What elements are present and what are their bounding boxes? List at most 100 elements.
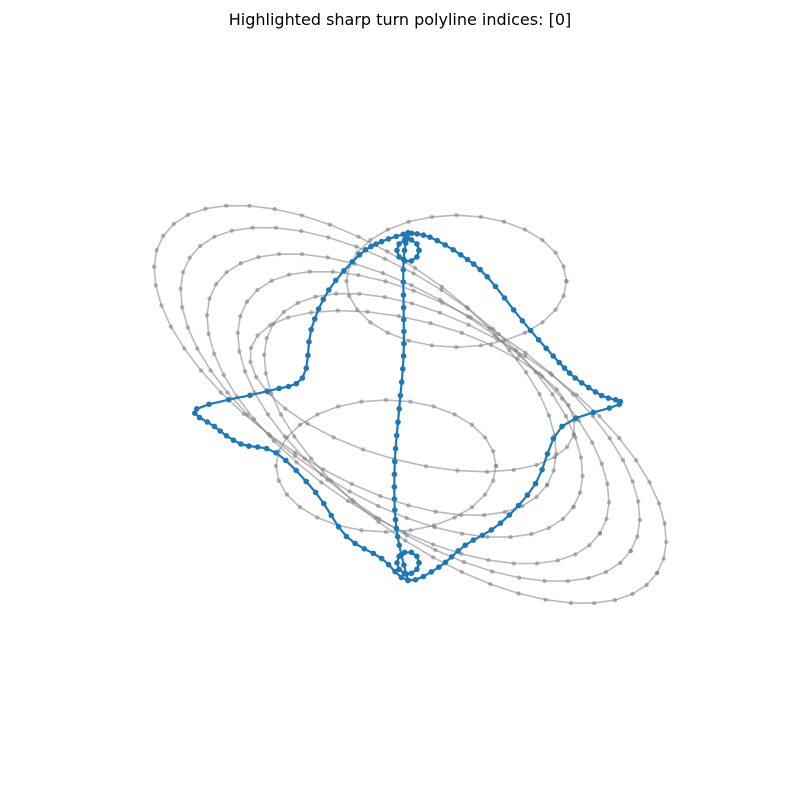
background-polyline-4-point-21	[281, 309, 286, 315]
highlighted-polyline-0-point-85	[592, 389, 599, 395]
background-polyline-2-point-19	[256, 254, 261, 260]
background-polyline-2-point-29	[251, 416, 257, 422]
background-polyline-0-point-33	[293, 450, 298, 455]
background-polyline-5-point-11	[368, 237, 373, 243]
highlighted-strand-0-point-20	[392, 458, 398, 465]
background-polyline-7-point-7	[383, 397, 389, 403]
background-polyline-7-point-12	[284, 435, 290, 440]
highlighted-polyline-0-point-18	[305, 352, 311, 359]
background-polyline-5-point-28	[564, 279, 569, 284]
highlighted-polyline-0-point-58	[420, 573, 427, 580]
highlighted-polyline-0-point-2	[393, 233, 400, 240]
background-polyline-5-point-8	[429, 214, 435, 220]
background-polyline-3-point-1	[635, 534, 640, 539]
highlighted-loop-1-point-8	[408, 570, 415, 577]
highlighted-polyline-0-point-96	[519, 318, 526, 324]
background-polyline-0-point-14	[327, 222, 333, 227]
background-polyline-0-point-28	[182, 346, 187, 351]
highlighted-strand-0-point-26	[393, 525, 400, 532]
background-polyline-1-point-25	[180, 305, 185, 310]
background-polyline-6-point-12	[308, 310, 314, 315]
background-polyline-4-point-1	[661, 556, 666, 561]
highlighted-polyline-0-point-25	[247, 392, 253, 399]
highlighted-strand-0-point-19	[392, 445, 399, 452]
background-polyline-1-point-28	[208, 368, 213, 373]
background-polyline-3-point-4	[630, 479, 635, 484]
highlighted-loop-1-point-3	[401, 549, 408, 556]
background-polyline-6-point-22	[331, 435, 336, 440]
background-polyline-6-point-11	[335, 308, 340, 313]
background-polyline-2-point-23	[207, 296, 212, 301]
background-polyline-5-point-19	[406, 338, 411, 343]
background-polyline-5-point-9	[406, 219, 411, 224]
background-polyline-1-point-29	[225, 390, 230, 395]
background-polyline-5-point-17	[368, 320, 373, 325]
background-polyline-4-point-27	[278, 412, 284, 417]
highlighted-strand-0-point-0	[405, 230, 411, 236]
highlighted-polyline-0-point-66	[479, 532, 486, 539]
background-polyline-3-point-40	[565, 578, 570, 584]
background-polyline-1-point-40	[508, 534, 513, 540]
highlighted-polyline-0-point-13	[320, 296, 327, 303]
highlighted-polyline-0-point-14	[315, 306, 322, 312]
background-polyline-6-point-13	[286, 315, 291, 320]
background-polyline-1-point-3	[578, 455, 584, 460]
background-polyline-3-point-33	[376, 516, 382, 521]
background-polyline-5-point-20	[429, 343, 435, 348]
highlighted-strand-0-point-3	[401, 247, 408, 254]
highlighted-polyline-0-point-8	[356, 252, 363, 258]
highlighted-polyline-0-point-65	[470, 537, 477, 543]
background-polyline-3-point-30	[302, 456, 307, 461]
highlighted-polyline-0-point-52	[378, 555, 385, 562]
highlighted-polyline-0-point-36	[238, 441, 244, 447]
highlighted-polyline-0-point-3	[385, 236, 392, 242]
highlighted-polyline-0-point-45	[321, 500, 327, 507]
highlighted-loop-0-point-7	[401, 258, 408, 264]
background-polyline-4-point-40	[592, 600, 597, 606]
highlighted-polyline-0-point-93	[543, 345, 549, 352]
background-polyline-4-point-37	[516, 591, 521, 596]
highlighted-polyline-0-point-35	[230, 437, 237, 444]
background-polyline-0-point-7	[507, 348, 512, 353]
background-polyline-0-point-44	[544, 482, 550, 488]
background-polyline-1-point-2	[580, 473, 585, 479]
background-polyline-6-point-18	[254, 375, 259, 380]
background-polyline-3-point-35	[433, 547, 438, 553]
background-polyline-6-point-14	[268, 323, 273, 328]
background-polyline-3-point-34	[404, 533, 409, 538]
background-polyline-6-point-23	[360, 447, 366, 452]
background-polyline-7-point-28	[493, 463, 499, 469]
background-polyline-2-point-43	[587, 543, 592, 548]
highlighted-polyline-0-point-11	[333, 277, 339, 284]
background-polyline-7-point-22	[408, 528, 413, 533]
background-polyline-1-point-21	[198, 243, 203, 249]
background-polyline-3-point-39	[542, 578, 547, 584]
background-polyline-2-point-30	[271, 438, 276, 444]
background-polyline-4-point-33	[403, 538, 408, 543]
background-polyline-4-point-7	[617, 436, 622, 441]
background-polyline-1-point-44	[571, 504, 576, 510]
highlighted-polyline-0-point-33	[217, 428, 223, 434]
background-polyline-6-point-9	[396, 313, 401, 319]
background-polyline-6-point-27	[484, 469, 490, 474]
highlighted-polyline-0-point-1	[400, 231, 407, 238]
highlighted-polyline-0-point-82	[612, 396, 619, 403]
highlighted-strand-0-point-11	[401, 340, 407, 347]
background-polyline-1-point-17	[273, 225, 278, 230]
highlighted-polyline-0-point-57	[412, 577, 419, 583]
background-polyline-3-point-28	[265, 412, 271, 417]
highlighted-polyline-0-point-17	[306, 339, 312, 345]
background-polyline-6-point-30	[552, 455, 557, 460]
highlighted-polyline-0-point-69	[506, 512, 513, 518]
background-polyline-7-point-1	[491, 449, 496, 454]
background-polyline-6-point-3	[554, 387, 559, 392]
background-polyline-0-point-27	[168, 324, 174, 329]
highlighted-polyline-0-point-48	[343, 533, 350, 540]
background-polyline-5-point-21	[454, 345, 459, 350]
background-polyline-6-point-32	[571, 432, 577, 437]
highlighted-polyline-0-point-43	[303, 478, 310, 485]
highlighted-polyline-0-point-72	[532, 480, 539, 487]
background-polyline-4-point-2	[664, 539, 669, 545]
background-polyline-7-point-2	[482, 435, 488, 440]
highlighted-strand-0-point-10	[401, 328, 407, 335]
